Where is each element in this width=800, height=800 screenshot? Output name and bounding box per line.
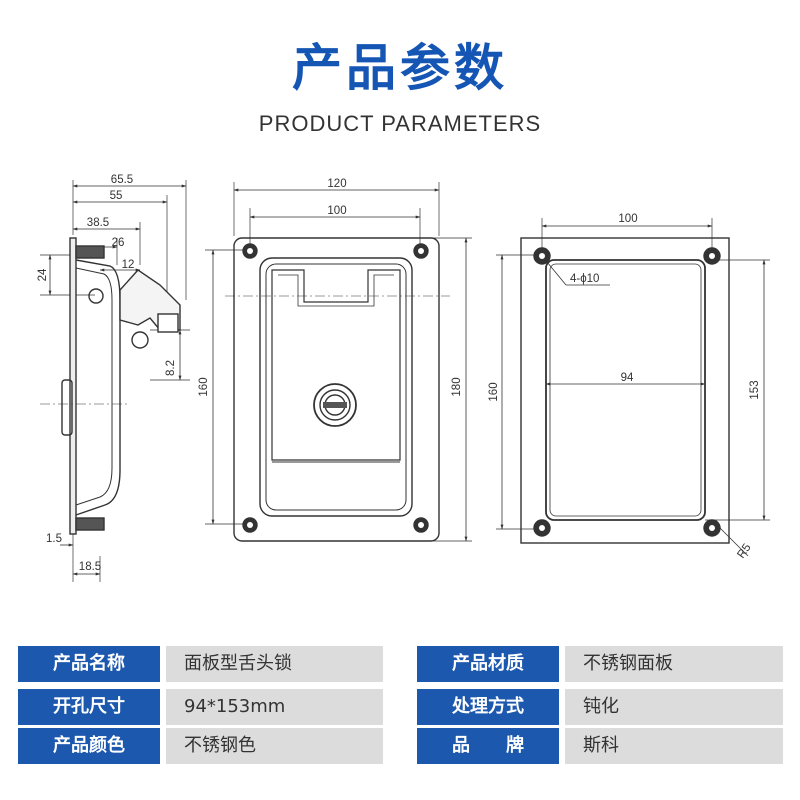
dim-side-12: 12 — [122, 259, 135, 271]
param-row-name: 产品名称 面板型舌头锁 — [18, 646, 383, 682]
param-value: 不锈钢色 — [166, 728, 383, 764]
param-value: 不锈钢面板 — [565, 646, 783, 682]
param-value: 钝化 — [565, 689, 783, 725]
dim-side-18-5: 18.5 — [79, 561, 101, 573]
page-subtitle: PRODUCT PARAMETERS — [258, 111, 542, 136]
param-label: 开孔尺寸 — [18, 689, 160, 725]
param-value: 斯科 — [565, 728, 783, 764]
dim-cutout-r5: R5 — [735, 542, 753, 561]
dim-cutout-holes: 4-ϕ10 — [570, 273, 599, 285]
dim-side-8-2: 8.2 — [165, 360, 177, 376]
front-view — [205, 182, 472, 542]
param-label: 产品颜色 — [18, 728, 160, 764]
param-row-finish: 处理方式 钝化 — [417, 689, 783, 725]
dim-cutout-94: 94 — [621, 372, 634, 384]
param-value: 94*153mm — [166, 689, 383, 725]
param-row-color: 产品颜色 不锈钢色 — [18, 728, 383, 764]
dim-side-26: 26 — [112, 237, 125, 249]
dim-side-1-5: 1.5 — [46, 533, 62, 545]
dim-front-100: 100 — [327, 205, 346, 217]
side-view — [40, 180, 190, 582]
param-value: 面板型舌头锁 — [166, 646, 383, 682]
dim-front-180: 180 — [451, 377, 463, 396]
param-label: 品 牌 — [417, 728, 559, 764]
cutout-view — [496, 218, 770, 557]
dim-side-38-5: 38.5 — [87, 217, 109, 229]
param-row-cutout-size: 开孔尺寸 94*153mm — [18, 689, 383, 725]
dim-cutout-100: 100 — [618, 213, 637, 225]
technical-drawing: 65.5 55 38.5 26 12 24 8.2 1.5 18.5 — [37, 174, 770, 582]
dim-cutout-160: 160 — [488, 382, 500, 401]
dim-side-65-5: 65.5 — [111, 174, 133, 186]
dim-cutout-153: 153 — [749, 380, 761, 399]
dim-front-160: 160 — [198, 377, 210, 396]
param-label: 处理方式 — [417, 689, 559, 725]
param-label: 产品名称 — [18, 646, 160, 682]
param-row-material: 产品材质 不锈钢面板 — [417, 646, 783, 682]
dim-front-120: 120 — [327, 178, 346, 190]
param-label: 产品材质 — [417, 646, 559, 682]
page-title: 产品参数 — [292, 39, 508, 97]
dim-side-55: 55 — [110, 190, 123, 202]
param-row-brand: 品 牌 斯科 — [417, 728, 783, 764]
dim-side-24: 24 — [37, 268, 49, 281]
